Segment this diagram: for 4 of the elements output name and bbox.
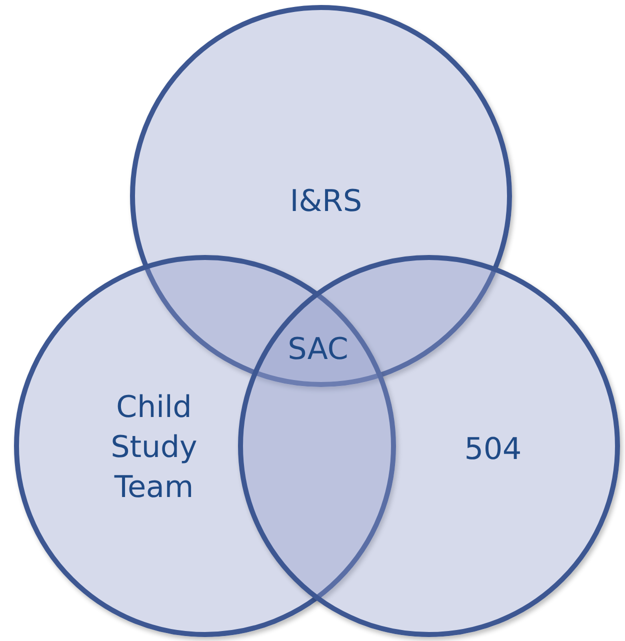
set-label: Child Study Team — [110, 389, 198, 507]
intersection-label: SAC — [286, 331, 350, 369]
set-label: I&RS — [288, 183, 364, 221]
set-label: 504 — [463, 431, 523, 469]
